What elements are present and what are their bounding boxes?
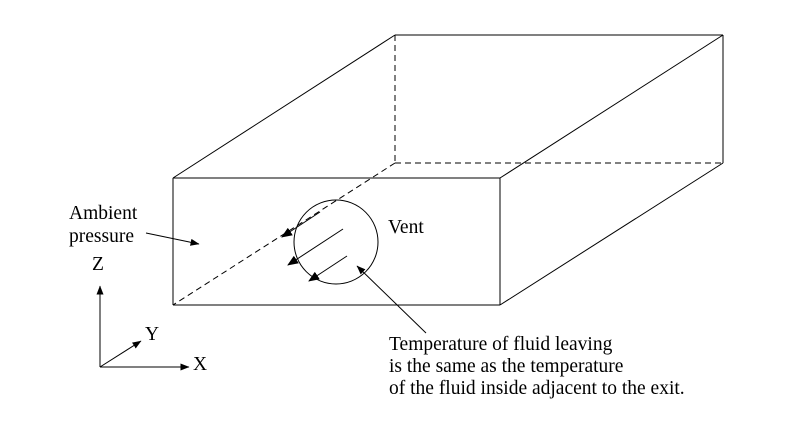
vent-flow-arrow [287, 228, 344, 266]
box-top-left-edge [172, 34, 396, 179]
temperature-note-leader-arrow [356, 265, 427, 334]
x-axis-label: X [193, 354, 208, 375]
vent-flow-arrow [308, 255, 348, 282]
z-axis-label: Z [92, 254, 104, 275]
vent-circle [293, 199, 379, 285]
box-hidden-bottom-left-edge [172, 162, 396, 306]
box-bottom-right-edge [499, 162, 724, 306]
vent-label: Vent [388, 217, 424, 238]
temperature-note: Temperature of fluid leaving is the same… [389, 334, 685, 399]
y-axis-label: Y [145, 324, 160, 345]
y-axis-arrow [99, 340, 142, 368]
ambient-pressure-leader-arrow [145, 232, 200, 246]
vent-flow-arrow [281, 211, 321, 238]
ambient-pressure-label: Ambient pressure [69, 203, 138, 247]
box-top-right-edge [499, 34, 724, 179]
